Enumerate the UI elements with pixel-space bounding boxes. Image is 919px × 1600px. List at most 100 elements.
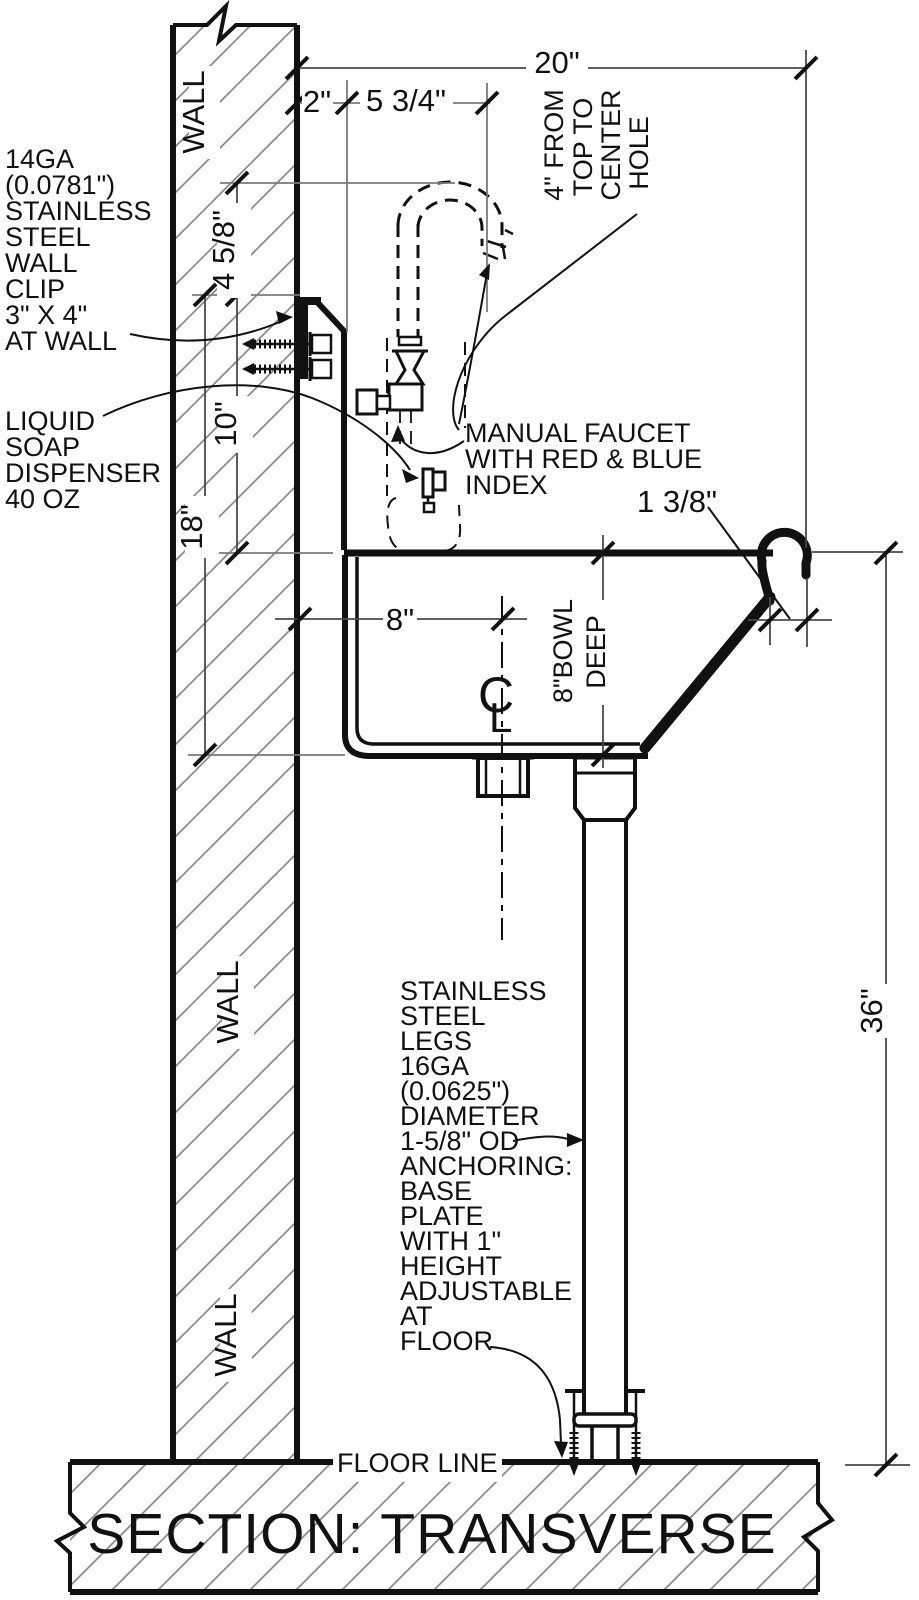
faucet-arrow — [391, 425, 405, 442]
note-line: (0.0781") — [5, 170, 115, 200]
note-line: PLATE — [400, 1201, 484, 1231]
soap-bottle-hidden — [386, 497, 462, 552]
note-line: BASE — [400, 1176, 472, 1206]
anchor-screw-right — [627, 1389, 645, 1476]
note-line: ADJUSTABLE — [400, 1276, 572, 1306]
note-line: DIAMETER — [400, 1101, 540, 1131]
slab-break-left — [53, 1462, 88, 1592]
note-line: STAINLESS — [5, 196, 152, 226]
soap-note: LIQUID SOAP DISPENSER 40 OZ — [5, 406, 161, 514]
centerline-c: C — [478, 667, 514, 723]
faucet-body — [355, 335, 428, 416]
center-hole-note: 4" FROM TOP TO CENTER HOLE — [539, 89, 654, 201]
note-line: STEEL — [400, 1001, 486, 1031]
note-line: WALL — [5, 248, 78, 278]
leg-assembly — [565, 754, 645, 1476]
faucet — [355, 180, 514, 496]
note-line: AT — [400, 1301, 433, 1331]
note-line: WITH RED & BLUE — [465, 444, 702, 474]
note-line: 14GA — [5, 144, 74, 174]
drain-centerline: C L — [478, 596, 514, 940]
wall-label-top: WALL — [176, 70, 211, 153]
note-line: 40 OZ — [5, 484, 80, 514]
dim-bowl-deep-1: 8"BOWL — [548, 599, 578, 703]
note-line: AT WALL — [5, 326, 117, 356]
sink-profile — [300, 297, 812, 798]
soap-nozzle — [422, 501, 436, 514]
note-line: (0.0625") — [400, 1076, 510, 1106]
note-line: HOLE — [624, 116, 654, 190]
wall-clip-arrow — [276, 311, 293, 324]
lag-screw-bottom — [242, 357, 333, 381]
leg-socket — [573, 757, 637, 822]
wall-break-symbol — [173, 0, 297, 47]
note-line: ANCHORING: — [400, 1151, 573, 1181]
dim-10: 10" — [208, 401, 243, 447]
gooseneck-spout — [396, 180, 514, 337]
note-line: STEEL — [5, 222, 91, 252]
note-line: TOP TO — [568, 98, 598, 197]
dim-5-3-4: 5 3/4" — [366, 83, 446, 118]
leg-arrow — [567, 1133, 584, 1147]
bowl-front-slope — [639, 591, 776, 754]
drawing-title: SECTION: TRANSVERSE — [87, 1502, 776, 1566]
annotations: 14GA (0.0781") STAINLESS STEEL WALL CLIP… — [5, 45, 889, 1566]
rim-roll-edge — [756, 527, 812, 606]
note-line: MANUAL FAUCET — [465, 418, 691, 448]
dim-20: 20" — [534, 45, 580, 80]
manual-faucet-note: MANUAL FAUCET WITH RED & BLUE INDEX — [465, 418, 702, 500]
note-line: LEGS — [400, 1026, 472, 1056]
floor-arrow — [554, 1441, 568, 1458]
floor-leader — [489, 1346, 562, 1445]
note-line: CENTER — [596, 89, 626, 200]
supply-stop — [355, 388, 379, 416]
floor-slab — [53, 1459, 836, 1595]
soap-arrow — [402, 469, 419, 483]
bowl-inner — [355, 557, 640, 746]
note-line: DISPENSER — [5, 458, 161, 488]
spout-outlet — [482, 228, 514, 261]
backsplash — [315, 300, 347, 550]
note-line: LIQUID — [5, 406, 95, 436]
faucet-leader — [399, 437, 465, 455]
wall-label-bottom: WALL — [208, 1293, 243, 1376]
dim-18: 18" — [174, 504, 209, 550]
centerline-l: L — [489, 694, 512, 741]
leg-leader — [512, 1135, 569, 1142]
note-line: CLIP — [5, 274, 65, 304]
lag-screws — [242, 332, 333, 381]
note-line: WITH 1" — [400, 1226, 501, 1256]
anchor-screw-left — [565, 1389, 583, 1476]
foot-collar — [572, 1412, 638, 1428]
dim-bowl-deep-2: DEEP — [581, 615, 611, 689]
wall-clip — [300, 297, 321, 379]
note-line: FLOOR — [400, 1326, 493, 1356]
faucet-handle — [393, 349, 427, 386]
note-line: STAINLESS — [400, 976, 547, 1006]
note-line: HEIGHT — [400, 1251, 502, 1281]
dim-1-3-8: 1 3/8" — [637, 484, 717, 519]
note-line: 3" X 4" — [5, 300, 87, 330]
rim-roll-leader — [707, 506, 791, 620]
center-hole-arrow — [479, 263, 490, 280]
soap-leader — [102, 384, 411, 471]
note-line: 16GA — [400, 1051, 469, 1081]
soap-dispenser — [386, 467, 462, 552]
center-hole-leader — [452, 213, 638, 431]
note-line: SOAP — [5, 432, 80, 462]
dim-8: 8" — [386, 602, 414, 637]
bowl-outer — [342, 555, 648, 759]
floor-line-label: FLOOR LINE — [337, 1448, 498, 1478]
wall-clip-leader — [129, 320, 283, 342]
slab-break-right — [800, 1462, 836, 1592]
lag-screw-top — [242, 332, 333, 356]
note-line: 1-5/8" OD — [400, 1126, 519, 1156]
dim-36: 36" — [854, 988, 889, 1034]
dim-2: 2" — [303, 84, 331, 119]
note-line: INDEX — [465, 470, 548, 500]
label-masks — [185, 44, 900, 1482]
leaders — [102, 213, 791, 1458]
wall-label-middle: WALL — [210, 960, 245, 1043]
